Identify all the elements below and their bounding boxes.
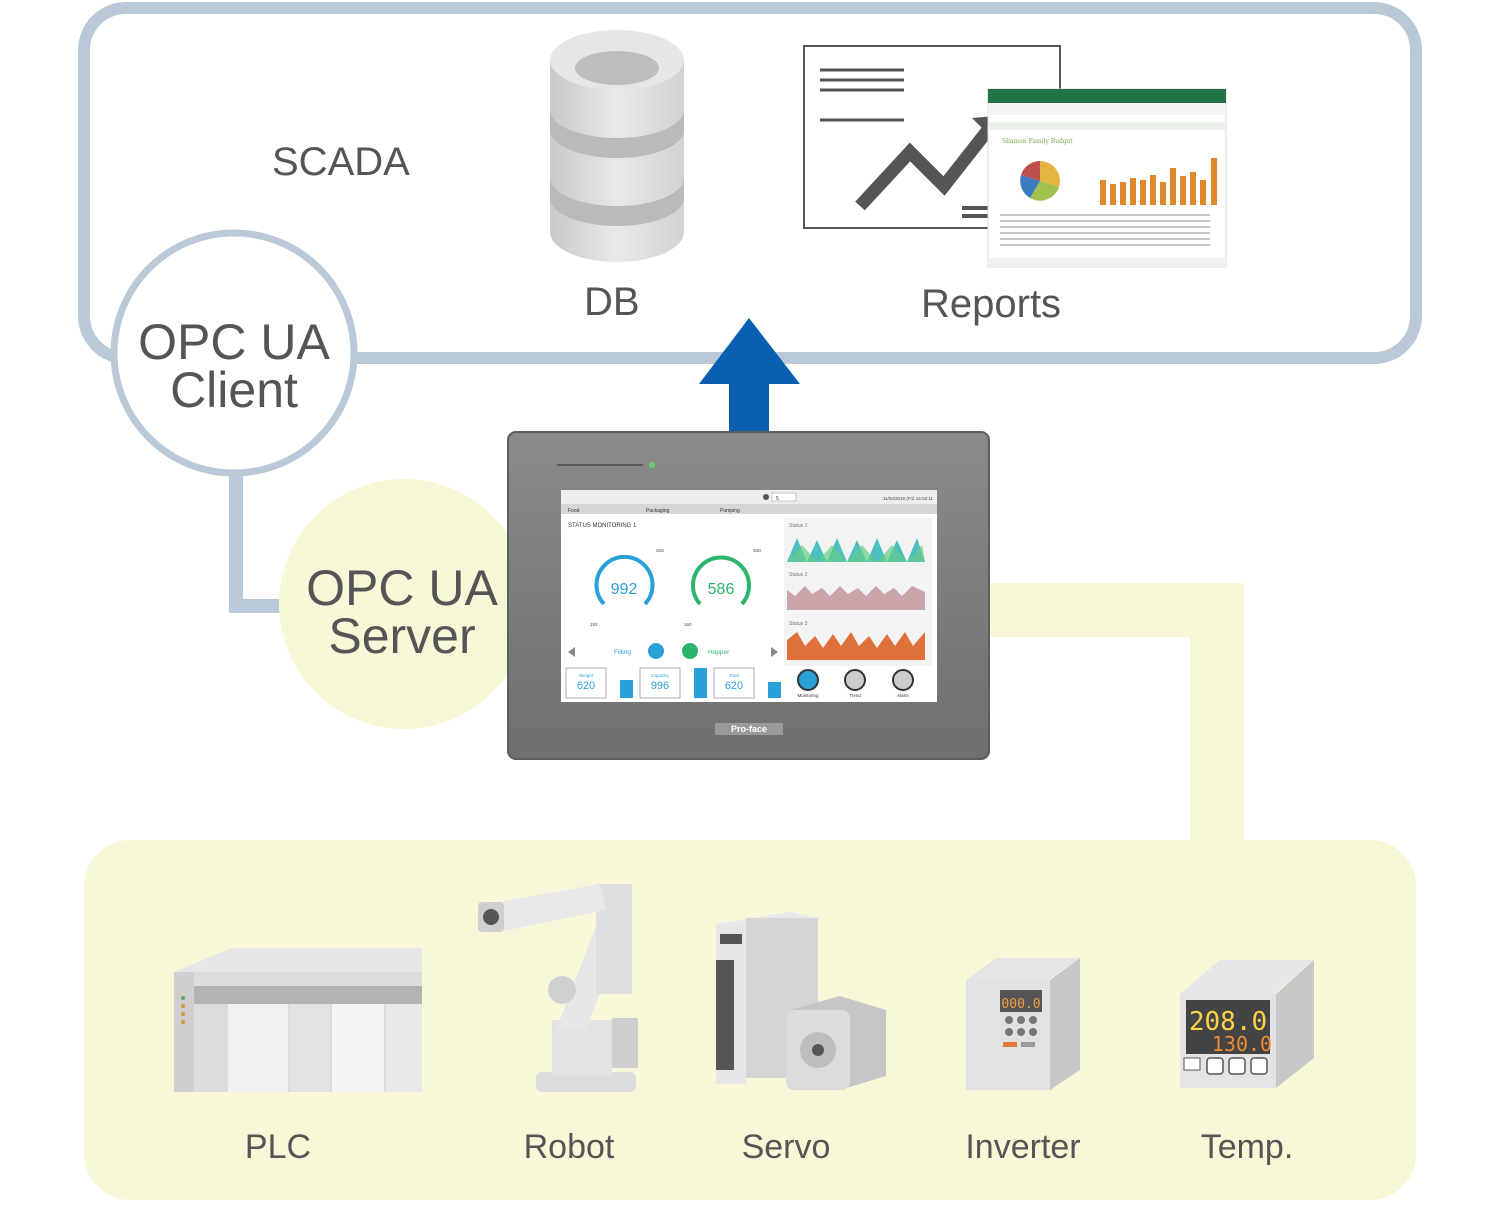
robot-device-icon [478, 884, 638, 1092]
sheet-pie-chart [1020, 161, 1060, 201]
plc-device-icon [174, 948, 422, 1092]
svg-text:Status 2: Status 2 [789, 572, 808, 578]
robot-label: Robot [523, 1128, 615, 1166]
client-server-connector [229, 470, 290, 613]
svg-text:Trend: Trend [849, 693, 861, 698]
svg-text:620: 620 [725, 680, 743, 692]
svg-text:192: 192 [590, 622, 598, 627]
hmi-tab-packaging[interactable]: Packaging [646, 508, 670, 514]
hmi-device: Pro-face 5 11/02/2018 (Fri) 14:02:11 Foo… [507, 431, 990, 760]
svg-text:816: 816 [656, 548, 664, 553]
sheet-bar-chart [1100, 158, 1217, 205]
hmi-monitoring-button[interactable]: Monitoring [797, 669, 819, 698]
inverter-display: 000.0 [1001, 997, 1040, 1012]
svg-text:840: 840 [753, 548, 761, 553]
opc-ua-client-circle [110, 229, 358, 477]
temp-label: Temp. [1200, 1128, 1294, 1166]
svg-text:996: 996 [651, 680, 669, 692]
hmi-tab-pumping[interactable]: Pumping [720, 508, 740, 514]
hmi-screen-title: STATUS MONITORING 1 [568, 523, 637, 529]
temp-display-bottom: 130.0 [1212, 1032, 1272, 1056]
hmi-datetime: 11/02/2018 (Fri) 14:02:11 [883, 496, 934, 501]
temp-controller-icon: 208.0 130.0 [1180, 960, 1314, 1088]
svg-text:620: 620 [577, 680, 595, 692]
opc-ua-client-label: OPC UA Client [138, 314, 330, 418]
hmi-brand-logo: Pro-face [731, 724, 767, 734]
hmi-hopper-indicator [682, 643, 698, 659]
temp-display-top: 208.0 [1189, 1007, 1267, 1037]
hmi-capacity-box: Capacity 996 [639, 667, 707, 699]
hmi-alarm-button[interactable]: Alarm [892, 669, 914, 698]
hmi-prev-arrow[interactable] [568, 647, 575, 657]
hmi-weight-box: Weight 620 [565, 667, 633, 699]
sheet-title: Shamon Family Budget [1002, 138, 1073, 145]
trend-status-2 [787, 586, 925, 610]
upload-arrow [699, 318, 800, 448]
hmi-status-count: 5 [776, 496, 779, 502]
svg-text:Total: Total [729, 673, 739, 678]
svg-text:Capacity: Capacity [651, 673, 669, 678]
hmi-device-connector [985, 583, 1244, 840]
svg-text:160: 160 [684, 622, 692, 627]
reports-label: Reports [921, 282, 1062, 326]
gauge-1-value: 992 [611, 581, 638, 598]
scada-label: SCADA [272, 140, 410, 184]
inverter-label: Inverter [965, 1128, 1081, 1166]
svg-text:Status 3: Status 3 [789, 621, 808, 627]
inverter-device-icon: 000.0 [966, 958, 1080, 1090]
trend-status-3 [787, 632, 925, 660]
db-label: DB [584, 280, 640, 324]
servo-device-icon [716, 912, 886, 1090]
hmi-trend-button[interactable]: Trend [844, 669, 866, 698]
sheet-table [1000, 214, 1210, 246]
svg-text:Alarm: Alarm [897, 693, 909, 698]
hmi-next-arrow[interactable] [771, 647, 778, 657]
opc-ua-server-label: OPC UA Server [306, 560, 498, 664]
opc-ua-server-circle [279, 479, 529, 729]
database-icon [550, 30, 684, 262]
gauge-2-value: 586 [708, 581, 735, 598]
spreadsheet-report: Shamon Family Budget [987, 88, 1227, 268]
gauge-2: 586 840 160 [684, 548, 761, 627]
hmi-filling-label: Filling [614, 649, 631, 656]
plc-label: PLC [244, 1128, 312, 1166]
hmi-filling-indicator [648, 643, 664, 659]
svg-text:Monitoring: Monitoring [797, 693, 819, 698]
gauge-1: 992 816 192 [590, 548, 664, 627]
svg-text:Weight: Weight [579, 673, 594, 678]
servo-label: Servo [741, 1128, 831, 1166]
hmi-hopper-label: Hopper [708, 649, 730, 656]
hmi-total-box: Total 620 [713, 667, 781, 699]
svg-text:Status 1: Status 1 [789, 523, 808, 529]
hmi-tab-food[interactable]: Food [568, 508, 580, 514]
